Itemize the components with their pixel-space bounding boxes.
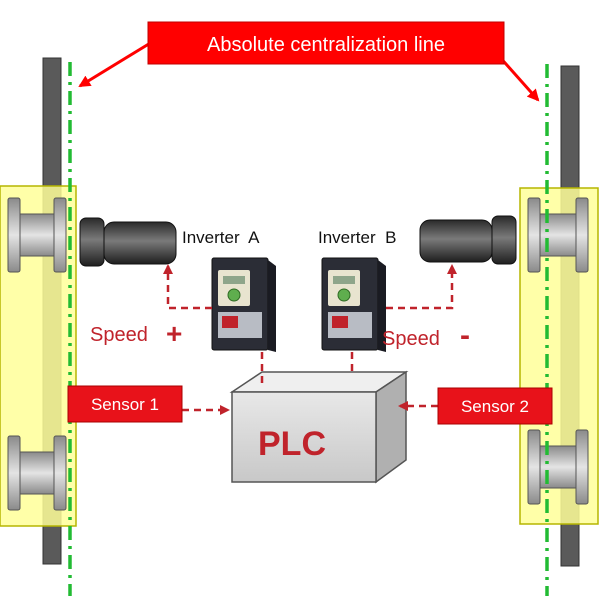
speed-right-label: Speed [382, 328, 440, 350]
left-top-roller [7, 197, 67, 273]
sensor-1-box: Sensor 1 [67, 385, 183, 423]
left-bottom-roller [7, 435, 67, 511]
sensor-1-label: Sensor 1 [91, 395, 159, 414]
speed-right-sign: - [460, 319, 470, 352]
left-roller-assembly [0, 57, 77, 596]
banner-box [147, 21, 505, 65]
connection-lines [163, 264, 457, 415]
banner-title: Absolute centralization line [207, 34, 445, 56]
inverter-b-device [321, 257, 386, 352]
plc-box [229, 370, 409, 484]
right-roller-assembly [519, 64, 599, 596]
sensor-2-label: Sensor 2 [461, 397, 529, 416]
plc-label: PLC [258, 425, 326, 463]
inverter-a-label: Inverter A [182, 228, 260, 247]
inverter-b-to-motor-link [386, 264, 457, 310]
inverter-a-device [211, 257, 276, 352]
motor-a [79, 217, 177, 267]
inverter-b-label: Inverter B [318, 228, 396, 247]
motor-b [419, 215, 517, 265]
sensor-2-box: Sensor 2 [437, 387, 553, 425]
banner-arrow-left [78, 40, 153, 88]
title-banner: Absolute centralization line [78, 21, 540, 102]
speed-left-sign: + [166, 318, 182, 349]
speed-left-label: Speed [90, 324, 148, 346]
inverter-a-to-motor-link [163, 264, 212, 310]
